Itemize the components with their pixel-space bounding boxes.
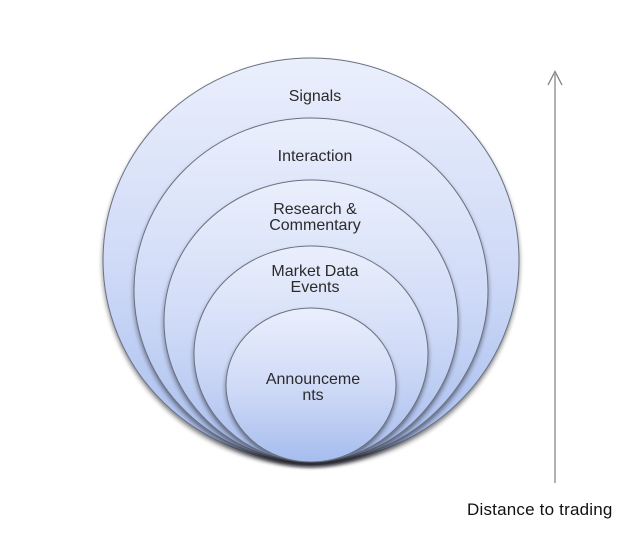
- ring-announcements: [225, 307, 397, 463]
- ring-label-research-commentary: Research &Commentary: [269, 201, 361, 234]
- ring-label-interaction: Interaction: [278, 148, 353, 165]
- arrow-up-icon: [547, 70, 563, 86]
- distance-axis-arrow: [547, 70, 563, 483]
- axis-label: Distance to trading: [467, 500, 613, 519]
- ring-label-signals: Signals: [289, 88, 341, 105]
